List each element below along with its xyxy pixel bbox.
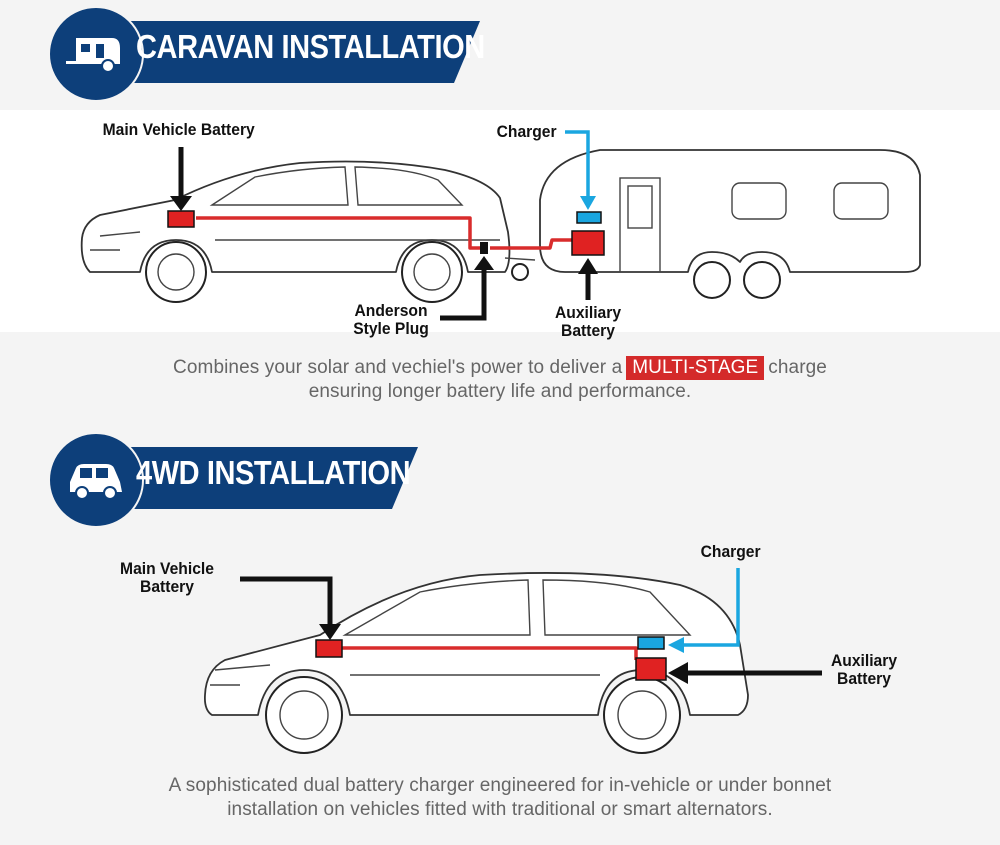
fwd-main-battery [315, 639, 343, 658]
caravan-diagram [80, 130, 921, 321]
caravan-icon-circle [48, 6, 144, 102]
caravan-door [619, 177, 661, 273]
fwd-icon-circle [48, 432, 144, 528]
caravan-caption-before: Combines your solar and vechiel's power … [173, 357, 623, 378]
charger-arrow [580, 196, 596, 210]
caravan-caption: Combines your solar and vechiel's power … [0, 356, 1000, 404]
fwd-car-rear-wheel [603, 676, 681, 754]
caravan-aux-battery [571, 230, 605, 256]
anderson-arrow [474, 256, 494, 270]
fwd-car-body [203, 572, 749, 716]
fwd-caption: A sophisticated dual battery charger eng… [0, 774, 1000, 822]
caravan-car-windows [209, 166, 464, 206]
caravan-aux-label-line1: Auxiliary [554, 303, 622, 322]
fwd-diagram [203, 568, 822, 754]
fwd-charger-label: Charger [700, 542, 761, 561]
anderson-plug [480, 242, 488, 254]
aux-battery-arrow [578, 258, 598, 274]
fwd-charger [637, 636, 665, 650]
fwd-aux-label-line2: Battery [837, 669, 891, 688]
fwd-main-label: Main Vehicle Battery [113, 560, 222, 596]
fwd-caption-line2: installation on vehicles fitted with tra… [227, 799, 773, 820]
caravan-main-battery [167, 210, 195, 228]
caravan-car-front-wheel [145, 241, 207, 303]
anderson-label-line2: Style Plug [353, 319, 429, 338]
fwd-aux-battery [635, 657, 667, 681]
fwd-wiring [342, 646, 638, 660]
fwd-aux-label: Auxiliary Battery [827, 652, 901, 688]
fwd-main-arrow [319, 624, 341, 640]
caravan-aux-label: Auxiliary Battery [551, 304, 625, 340]
caravan-wiring [196, 216, 572, 250]
caravan-banner-bar [88, 21, 480, 83]
caravan-body [539, 149, 921, 273]
fwd-car-front-wheel [265, 676, 343, 754]
caravan-window-2 [833, 182, 889, 220]
caravan-wheel-2 [743, 261, 781, 299]
caravan-caption-line2: ensuring longer battery life and perform… [308, 381, 692, 402]
caravan-icon [66, 38, 120, 73]
multi-stage-badge: MULTI-STAGE [626, 356, 765, 380]
fwd-caption-line1: A sophisticated dual battery charger eng… [168, 775, 832, 796]
fwd-aux-label-line1: Auxiliary [830, 651, 898, 670]
caravan-caption-line1: Combines your solar and vechiel's power … [0, 356, 1000, 380]
caravan-caption-after: charge [768, 357, 827, 378]
caravan-wheel-1 [693, 261, 731, 299]
fwd-charger-arrow [668, 637, 684, 653]
caravan-charger [576, 211, 602, 224]
fwd-main-label-line1: Main Vehicle [120, 559, 214, 578]
caravan-window-1 [731, 182, 787, 220]
caravan-aux-label-line2: Battery [561, 321, 615, 340]
anderson-label-line1: Anderson [354, 301, 428, 320]
fwd-banner: 4WD INSTALLATION [48, 432, 428, 528]
caravan-banner: CARAVAN INSTALLATION [48, 6, 488, 102]
fwd-aux-arrow [668, 662, 688, 684]
suv-icon [70, 464, 122, 500]
fwd-main-label-line2: Battery [140, 577, 194, 596]
fwd-title: 4WD INSTALLATION [136, 454, 411, 491]
caravan-car-rear-wheel [401, 241, 463, 303]
caravan-main-battery-label: Main Vehicle Battery [102, 120, 255, 139]
caravan-charger-label: Charger [496, 122, 557, 141]
fwd-car-windows [342, 579, 692, 636]
anderson-label: Anderson Style Plug [350, 302, 433, 338]
caravan-title: CARAVAN INSTALLATION [136, 28, 485, 65]
